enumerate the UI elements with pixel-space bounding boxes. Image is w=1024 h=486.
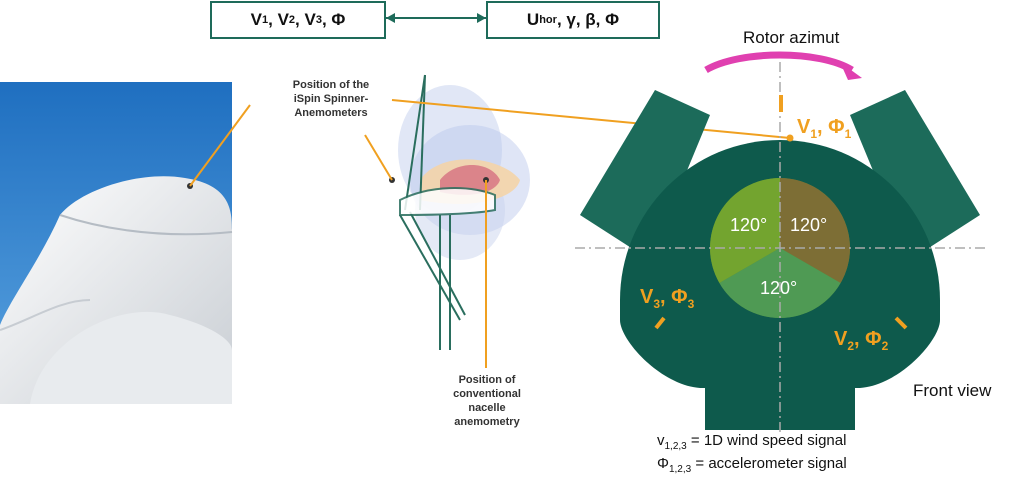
sensor2-label: V2, Φ2	[834, 328, 889, 353]
link-arrow	[386, 13, 486, 23]
angle-label-2: 120°	[790, 215, 828, 235]
angle-label-1: 120°	[730, 215, 768, 235]
legend-accelerometer: Φ1,2,3 = accelerometer signal	[657, 455, 847, 475]
legend-wind-speed: v1,2,3 = 1D wind speed signal	[657, 432, 847, 452]
front-view-label: Front view	[913, 381, 992, 400]
spinner-photo	[0, 82, 251, 404]
angle-label-3: 120°	[760, 278, 798, 298]
sensor1-label: V1, Φ1	[797, 116, 852, 141]
front-view	[575, 51, 985, 432]
rotor-azimut-label: Rotor azimut	[743, 28, 840, 47]
turbine-sketch	[364, 74, 791, 368]
sensor3-label: V3, Φ3	[640, 286, 695, 311]
